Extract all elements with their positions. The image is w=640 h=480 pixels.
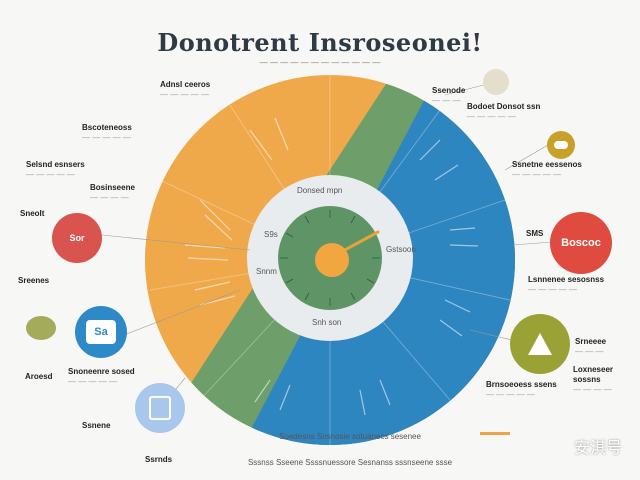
left-label-3: Bosinseene— — — — <box>90 183 135 202</box>
left-label-6: Aroesd <box>25 372 53 381</box>
right-label-0: Ssenode— — — <box>432 86 466 105</box>
bottom-text-line2: Sssnss Sseene Ssssnuessore Sesnanss sssn… <box>247 458 453 467</box>
document-icon <box>149 396 171 420</box>
red-left-circle-label: Sor <box>69 233 85 243</box>
dial-hub <box>315 243 349 277</box>
inner-label-upper: S9s <box>264 230 278 239</box>
connector-lines <box>101 81 553 406</box>
left-label-0: Adnsl ceeros— — — — — <box>160 80 211 99</box>
light-blue-circle <box>135 383 185 433</box>
inner-label-top: Donsed mpn <box>297 186 343 195</box>
olive-left-circle <box>26 316 56 340</box>
red-left-circle: Sor <box>52 213 102 263</box>
right-label-7: Brnsoeoess ssens— — — — — <box>486 380 557 399</box>
orange-dash <box>480 432 510 435</box>
core-tick-marks <box>280 210 380 306</box>
red-right-circle-label: Boscoc <box>561 237 601 249</box>
wheel-text-marks <box>184 117 479 416</box>
inner-label-left: Snnm <box>256 267 277 276</box>
page-subtitle: — — — — — — — — — — — — <box>259 58 381 67</box>
right-label-1: Bodoet Donsot ssn— — — — — <box>467 102 541 121</box>
cloud-icon <box>554 141 568 149</box>
page-title: Donotrent Insroseonei! <box>157 28 483 57</box>
yellow-right-circle <box>547 131 575 159</box>
left-label-7: Snoneenre sosed— — — — — <box>68 367 135 386</box>
chart-icon <box>528 333 552 355</box>
right-label-4: Lsnnenee sesosnss— — — — — <box>528 275 605 294</box>
person-card-icon: Sa <box>86 320 116 344</box>
left-label-4: Sneolt <box>20 209 45 218</box>
left-label-5: Sreenes <box>18 276 50 285</box>
tan-top-circle <box>483 69 509 95</box>
watermark: 安淇号 <box>573 438 622 457</box>
red-right-circle: Boscoc <box>550 212 612 274</box>
right-label-2: Ssnetne eessenos— — — — — <box>512 160 582 179</box>
right-label-3: SMS <box>526 229 544 238</box>
left-label-2: Selsnd esnsers— — — — — <box>26 160 85 179</box>
blue-left-circle: Sa <box>75 306 127 358</box>
left-label-8: Ssnene <box>82 421 111 430</box>
left-label-9: Ssrnds <box>145 455 173 464</box>
left-label-1: Bscoteneoss— — — — — <box>82 123 132 142</box>
right-label-6: Loxneseer sossns— — — — <box>573 365 614 394</box>
bottom-text-line1: Soedesns Snsnosie sotuanecs sesenee <box>279 432 421 441</box>
inner-label-right: Gstsoon <box>386 245 416 254</box>
olive-right-circle <box>510 314 570 374</box>
inner-label-bottom: Snh son <box>312 318 342 327</box>
right-label-5: Srneeee— — — <box>575 337 607 356</box>
